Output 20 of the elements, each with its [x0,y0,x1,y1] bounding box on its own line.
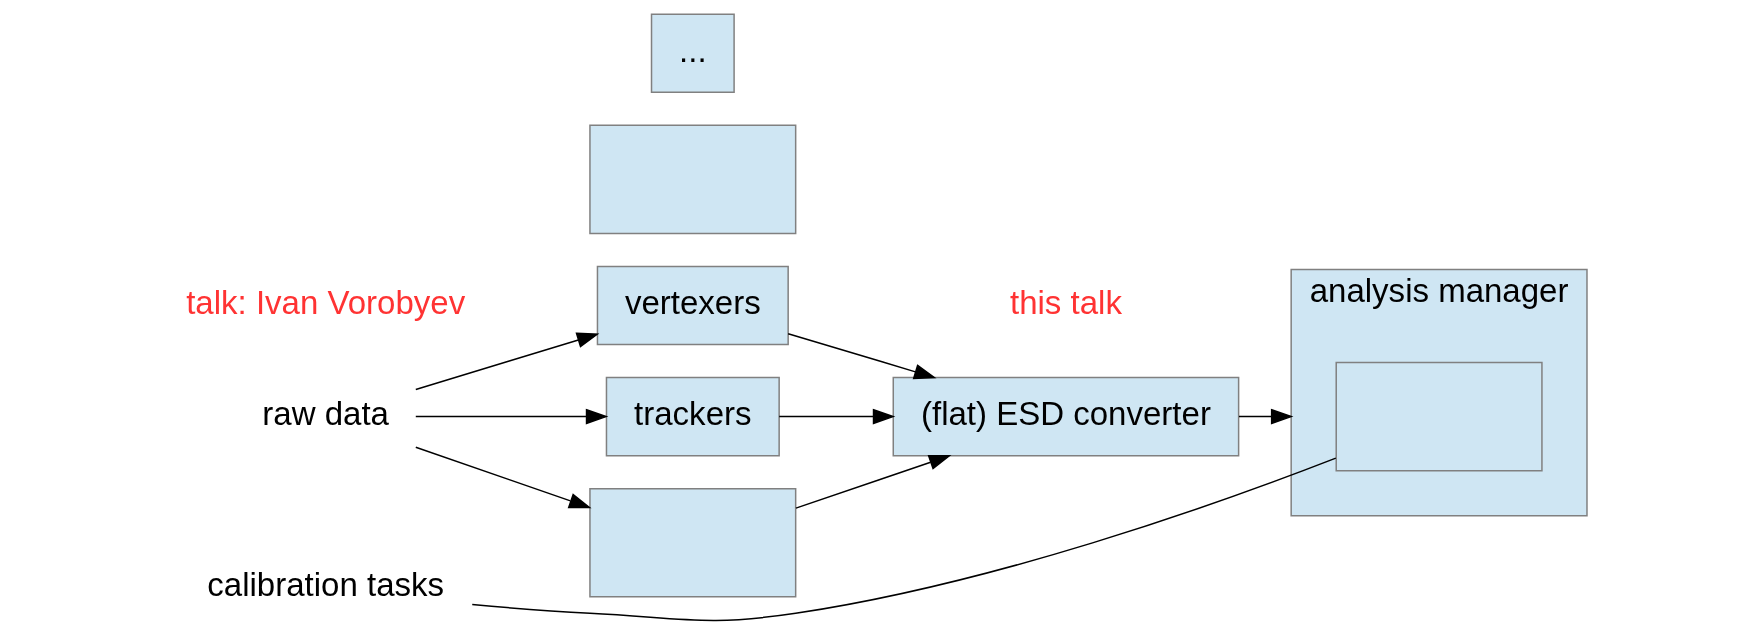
node-box [589,124,797,235]
arrow [795,454,952,509]
node-text: raw data [262,395,389,433]
node-box: vertexers [596,265,789,346]
label: talk: Ivan Vorobyev [186,283,466,321]
arrow [787,332,937,380]
cluster: analysis manager [1290,268,1588,517]
node-text: calibration tasks [207,566,445,604]
arrow [415,408,609,425]
connector [471,457,1337,622]
arrow [1238,408,1294,425]
node-box: (flat) ESD converter [892,376,1240,457]
node-box: ... [650,13,735,93]
node-box: trackers [605,376,780,457]
arrow [778,408,896,425]
arrow [415,332,600,391]
node-box [1335,361,1543,472]
node-box [589,487,797,598]
label: this talk [1009,283,1122,321]
arrow [415,446,592,509]
